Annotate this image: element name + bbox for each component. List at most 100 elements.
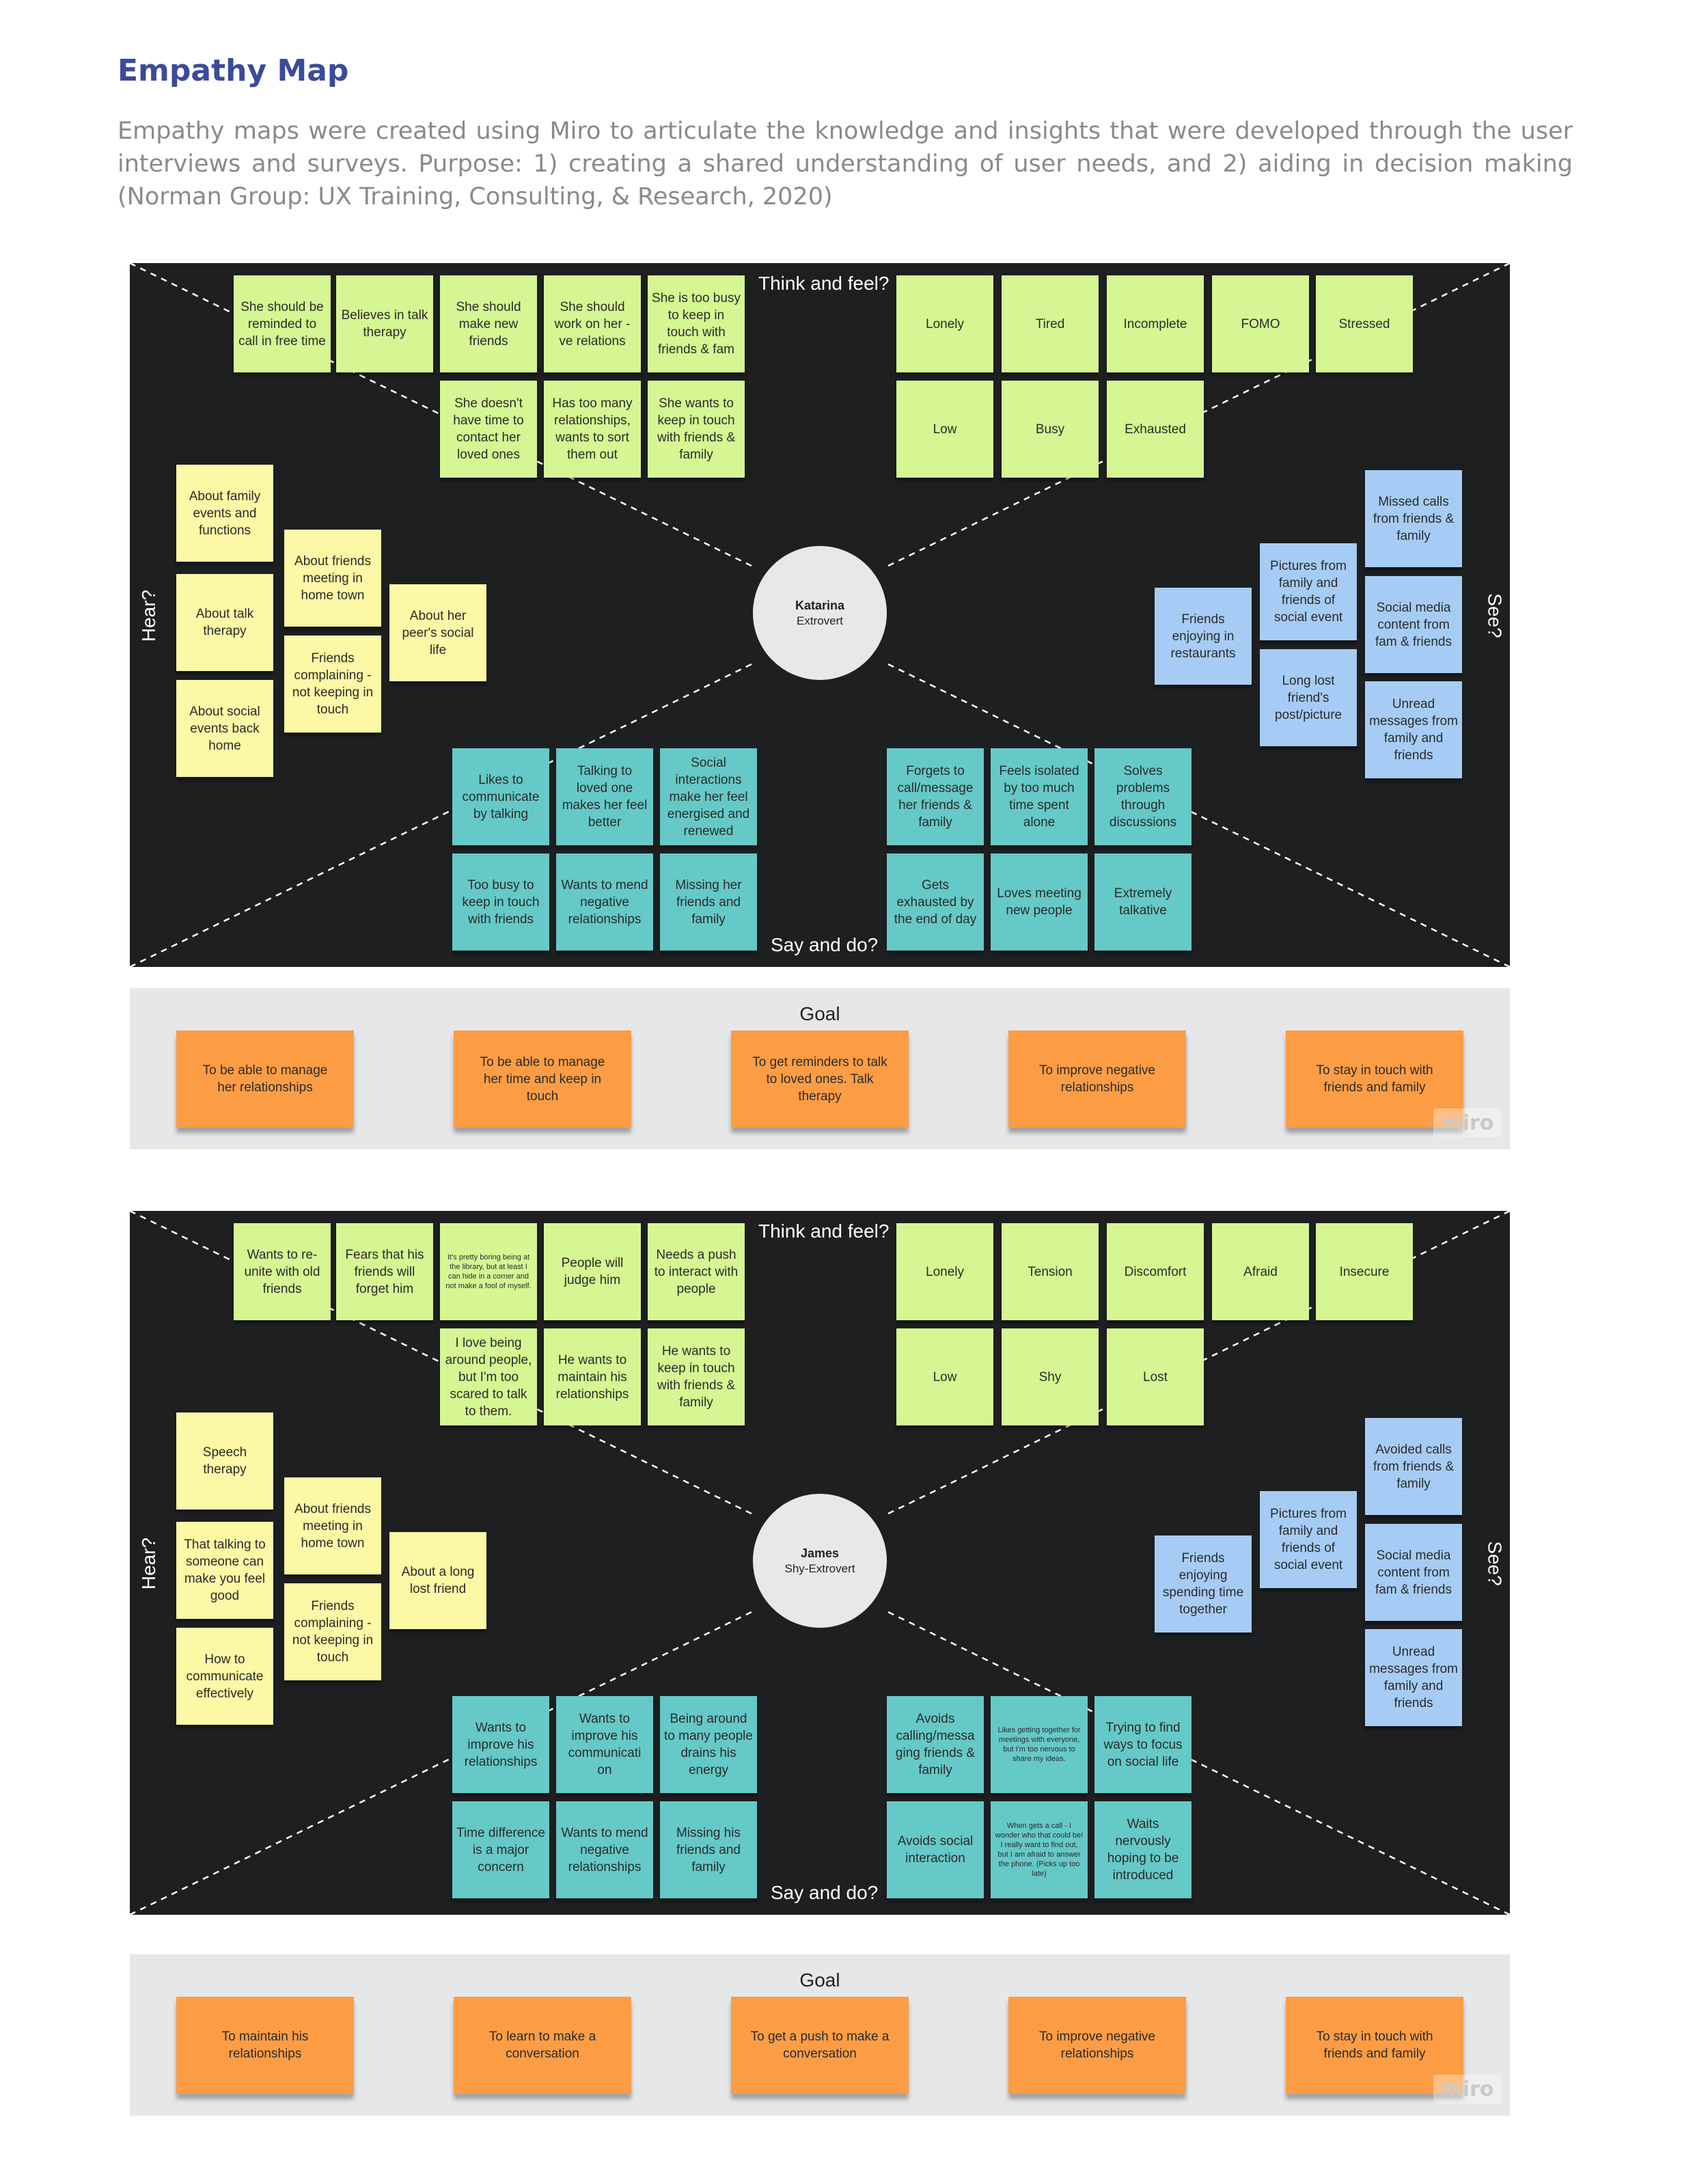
- goal-sticky-note[interactable]: To be able to manage her time and keep i…: [454, 1030, 631, 1128]
- sticky-note[interactable]: Unread messages from family and friends: [1365, 1629, 1462, 1726]
- sticky-note[interactable]: That talking to someone can make you fee…: [176, 1522, 273, 1619]
- sticky-note[interactable]: About family events and functions: [176, 465, 273, 562]
- goal-sticky-note[interactable]: To stay in touch with friends and family: [1286, 1030, 1463, 1128]
- sticky-note[interactable]: Trying to find ways to focus on social l…: [1094, 1696, 1192, 1793]
- sticky-note[interactable]: Low: [896, 381, 993, 478]
- goal-sticky-note[interactable]: To improve negative relationships: [1008, 1030, 1186, 1128]
- page-title: Empathy Map: [118, 53, 349, 88]
- sticky-note[interactable]: Lonely: [896, 1223, 993, 1320]
- sticky-note[interactable]: People will judge him: [544, 1223, 641, 1320]
- sticky-note[interactable]: She should make new friends: [440, 275, 537, 372]
- sticky-note[interactable]: How to communicate effectively: [176, 1628, 273, 1725]
- sticky-note[interactable]: I love being around people, but I'm too …: [440, 1328, 537, 1425]
- goal-sticky-note[interactable]: To be able to manage her relationships: [176, 1030, 354, 1128]
- sticky-note[interactable]: Wants to mend negative relationships: [556, 854, 653, 951]
- sticky-note[interactable]: Likes getting together for meetings with…: [991, 1696, 1088, 1793]
- goal-sticky-note[interactable]: To stay in touch with friends and family: [1286, 1997, 1463, 2094]
- sticky-note[interactable]: Missed calls from friends & family: [1365, 470, 1462, 567]
- sticky-note[interactable]: Missing her friends and family: [660, 854, 757, 951]
- sticky-note[interactable]: Needs a push to interact with people: [648, 1223, 745, 1320]
- sticky-note[interactable]: Unread messages from family and friends: [1365, 681, 1462, 778]
- sticky-note[interactable]: About talk therapy: [176, 574, 273, 671]
- goal-sticky-note[interactable]: To get a push to make a conversation: [731, 1997, 909, 2094]
- sticky-note[interactable]: She wants to keep in touch with friends …: [648, 381, 745, 478]
- sticky-note[interactable]: Solves problems through discussions: [1094, 748, 1192, 845]
- sticky-note[interactable]: Believes in talk therapy: [336, 275, 433, 372]
- sticky-note[interactable]: Low: [896, 1328, 993, 1425]
- sticky-note[interactable]: Pictures from family and friends of soci…: [1260, 543, 1357, 640]
- sticky-note[interactable]: Afraid: [1212, 1223, 1309, 1320]
- sticky-note[interactable]: Lonely: [896, 275, 993, 372]
- sticky-note[interactable]: Tired: [1002, 275, 1099, 372]
- goal-sticky-note[interactable]: To get reminders to talk to loved ones. …: [731, 1030, 909, 1128]
- sticky-note[interactable]: Wants to improve his communicati on: [556, 1696, 653, 1793]
- sticky-note[interactable]: Wants to re-unite with old friends: [234, 1223, 331, 1320]
- say-and-do-label: Say and do?: [771, 934, 879, 955]
- sticky-note[interactable]: She doesn't have time to contact her lov…: [440, 381, 537, 478]
- sticky-note[interactable]: Pictures from family and friends of soci…: [1260, 1491, 1357, 1588]
- sticky-note[interactable]: About a long lost friend: [389, 1532, 486, 1629]
- sticky-note[interactable]: When gets a call - I wonder who that cou…: [991, 1801, 1088, 1898]
- sticky-note[interactable]: Forgets to call/message her friends & fa…: [887, 748, 984, 845]
- sticky-note[interactable]: She should work on her -ve relations: [544, 275, 641, 372]
- empathy-map-board-james: Think and feel? Say and do? Hear? See? W…: [130, 1211, 1510, 1915]
- sticky-note[interactable]: He wants to keep in touch with friends &…: [648, 1328, 745, 1425]
- sticky-note[interactable]: About social events back home: [176, 680, 273, 777]
- sticky-note[interactable]: Extremely talkative: [1094, 854, 1192, 951]
- goal-panel-katarina: Goal To be able to manage her relationsh…: [130, 988, 1510, 1149]
- sticky-note[interactable]: About her peer's social life: [389, 584, 486, 681]
- sticky-note[interactable]: Lost: [1107, 1328, 1204, 1425]
- sticky-note[interactable]: Feels isolated by too much time spent al…: [991, 748, 1088, 845]
- goal-sticky-note[interactable]: To learn to make a conversation: [454, 1997, 631, 2094]
- sticky-note[interactable]: Friends complaining - not keeping in tou…: [284, 1583, 381, 1680]
- sticky-note[interactable]: It's pretty boring being at the library,…: [440, 1223, 537, 1320]
- sticky-note[interactable]: Incomplete: [1107, 275, 1204, 372]
- sticky-note[interactable]: Speech therapy: [176, 1412, 273, 1510]
- sticky-note[interactable]: About friends meeting in home town: [284, 1477, 381, 1574]
- sticky-note[interactable]: Wants to improve his relationships: [452, 1696, 549, 1793]
- sticky-note[interactable]: Friends enjoying spending time together: [1155, 1535, 1252, 1633]
- sticky-note[interactable]: Likes to communicate by talking: [452, 748, 549, 845]
- sticky-note[interactable]: Fears that his friends will forget him: [336, 1223, 433, 1320]
- sticky-note[interactable]: About friends meeting in home town: [284, 530, 381, 627]
- persona-name: James: [800, 1546, 840, 1560]
- sticky-note[interactable]: Avoids calling/messa ging friends & fami…: [887, 1696, 984, 1793]
- sticky-note[interactable]: Social media content from fam & friends: [1365, 1524, 1462, 1621]
- sticky-note[interactable]: Missing his friends and family: [660, 1801, 757, 1898]
- sticky-note[interactable]: He wants to maintain his relationships: [544, 1328, 641, 1425]
- sticky-note[interactable]: Avoided calls from friends & family: [1365, 1418, 1462, 1515]
- sticky-note[interactable]: Gets exhausted by the end of day: [887, 854, 984, 951]
- sticky-note[interactable]: FOMO: [1212, 275, 1309, 372]
- sticky-note[interactable]: Friends complaining - not keeping in tou…: [284, 636, 381, 733]
- sticky-note[interactable]: Exhausted: [1107, 381, 1204, 478]
- sticky-note[interactable]: Busy: [1002, 381, 1099, 478]
- sticky-note[interactable]: Stressed: [1316, 275, 1413, 372]
- goal-sticky-note[interactable]: To improve negative relationships: [1008, 1997, 1186, 2094]
- sticky-note[interactable]: Being around to many people drains his e…: [660, 1696, 757, 1793]
- empathy-map-board-katarina: Think and feel? Say and do? Hear? See? S…: [130, 263, 1510, 967]
- sticky-note[interactable]: Talking to loved one makes her feel bett…: [556, 748, 653, 845]
- goal-panel-james: Goal To maintain his relationships To le…: [130, 1954, 1510, 2116]
- sticky-note[interactable]: Too busy to keep in touch with friends: [452, 854, 549, 951]
- sticky-note[interactable]: Tension: [1002, 1223, 1099, 1320]
- miro-watermark: miro: [1433, 1108, 1502, 1137]
- sticky-note[interactable]: Loves meeting new people: [991, 854, 1088, 951]
- sticky-note[interactable]: She should be reminded to call in free t…: [234, 275, 331, 372]
- sticky-note[interactable]: Friends enjoying in restaurants: [1155, 588, 1252, 685]
- sticky-note[interactable]: Wants to mend negative relationships: [556, 1801, 653, 1898]
- sticky-note[interactable]: Insecure: [1316, 1223, 1413, 1320]
- sticky-note[interactable]: Time difference is a major concern: [452, 1801, 549, 1898]
- sticky-note[interactable]: Avoids social interaction: [887, 1801, 984, 1898]
- sticky-note[interactable]: She is too busy to keep in touch with fr…: [648, 275, 745, 372]
- sticky-note[interactable]: Has too many relationships, wants to sor…: [544, 381, 641, 478]
- miro-watermark: miro: [1433, 2075, 1502, 2103]
- hear-label: Hear?: [138, 589, 160, 642]
- goal-sticky-note[interactable]: To maintain his relationships: [176, 1997, 354, 2094]
- sticky-note[interactable]: Waits nervously hoping to be introduced: [1094, 1801, 1192, 1898]
- think-and-feel-label: Think and feel?: [758, 273, 890, 294]
- sticky-note[interactable]: Shy: [1002, 1328, 1099, 1425]
- sticky-note[interactable]: Social media content from fam & friends: [1365, 576, 1462, 673]
- sticky-note[interactable]: Long lost friend's post/picture: [1260, 649, 1357, 746]
- sticky-note[interactable]: Discomfort: [1107, 1223, 1204, 1320]
- sticky-note[interactable]: Social interactions make her feel energi…: [660, 748, 757, 845]
